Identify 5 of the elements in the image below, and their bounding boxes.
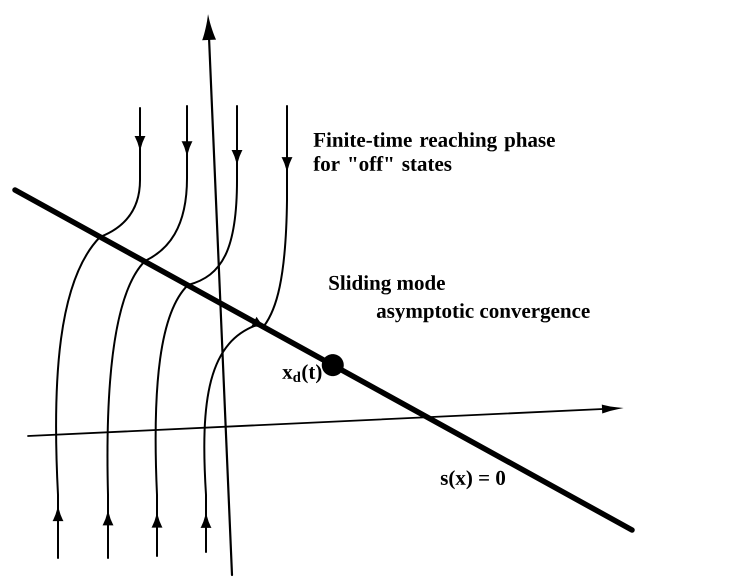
annotation-label: asymptotic convergence: [376, 303, 590, 322]
axis-label: x$_{d}$(t): [282, 364, 322, 384]
annotation-label: Finite-time reaching phase for "off" states: [313, 132, 555, 171]
line-label: s(x) = 0: [440, 470, 506, 490]
annotation-label: Sliding mode: [329, 275, 445, 294]
